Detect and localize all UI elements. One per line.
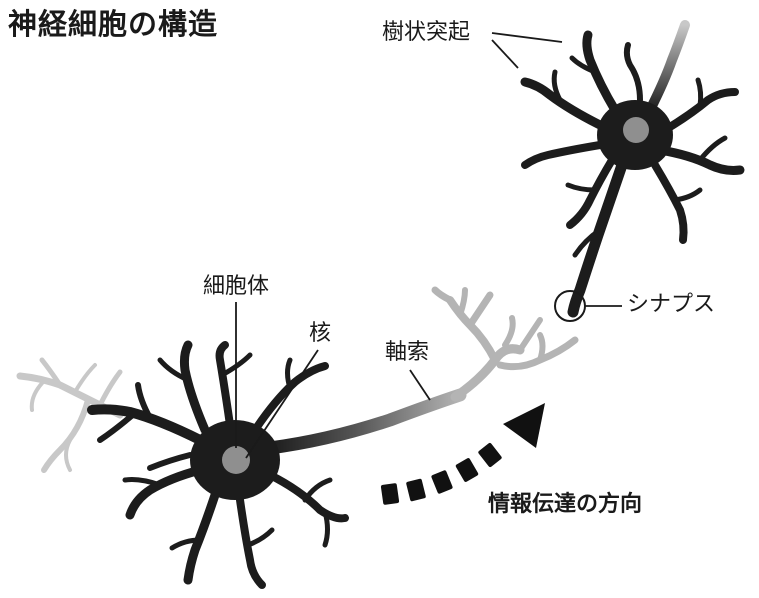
upper-nucleus xyxy=(623,117,649,143)
label-synapse: シナプス xyxy=(627,294,715,316)
faded-left-branch xyxy=(20,360,120,470)
label-axon: 軸索 xyxy=(385,342,429,364)
leader-lines xyxy=(236,33,622,458)
label-dendrite: 樹状突起 xyxy=(382,22,470,44)
page-title: 神経細胞の構造 xyxy=(8,10,218,39)
label-nucleus: 核 xyxy=(309,323,331,345)
lower-nucleus xyxy=(222,446,250,474)
label-direction: 情報伝達の方向 xyxy=(488,494,642,516)
axon-terminal xyxy=(435,290,575,397)
label-cell-body: 細胞体 xyxy=(203,276,269,298)
